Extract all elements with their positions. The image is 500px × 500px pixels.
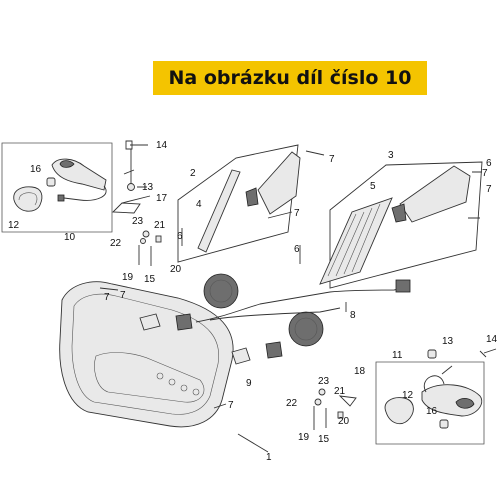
headlight-bulb-lower — [231, 347, 251, 365]
callout-18: 18 — [354, 366, 366, 377]
bulb-left — [46, 177, 56, 187]
trim-strip-4 — [197, 169, 241, 253]
callout-7-housing: 7 — [120, 290, 126, 301]
callout-20-lower: 20 — [338, 416, 350, 427]
callout-21-lower: 21 — [334, 386, 346, 397]
callout-16-left: 16 — [30, 164, 42, 175]
callout-9: 9 — [246, 378, 252, 389]
callout-17: 17 — [156, 193, 168, 204]
callout-19-upper: 19 — [122, 272, 134, 283]
callout-16-right: 16 — [426, 406, 438, 417]
callout-23-lower: 23 — [318, 376, 330, 387]
part-number-banner: Na obrázku díl číslo 10 — [153, 61, 427, 95]
wire-left — [63, 185, 107, 201]
callout-19-lower: 19 — [298, 432, 310, 443]
turn-signal-group-box-left — [1, 142, 113, 233]
reflector-bracket — [257, 151, 301, 215]
callout-5: 5 — [370, 181, 376, 192]
banner-text: Na obrázku díl číslo 10 — [168, 67, 412, 89]
wiring-harness — [195, 287, 405, 323]
callout-2: 2 — [190, 168, 196, 179]
turn-signal-lens-right — [384, 397, 414, 425]
callout-14-upper: 14 — [156, 140, 168, 151]
callout-6-left: 6 — [177, 231, 183, 242]
callout-23-upper: 23 — [132, 216, 144, 227]
callout-21-upper: 21 — [154, 220, 166, 231]
callout-1: 1 — [266, 452, 272, 463]
turn-signal-group-box-right — [375, 361, 485, 445]
callout-7-right: 7 — [486, 184, 492, 195]
callout-15-lower: 15 — [318, 434, 330, 445]
rubber-cap-left — [203, 273, 239, 309]
callout-6-right: 6 — [486, 158, 492, 169]
callout-8: 8 — [350, 310, 356, 321]
callout-10: 10 — [64, 232, 76, 243]
callout-15-upper: 15 — [144, 274, 156, 285]
callout-20-upper: 20 — [170, 264, 182, 275]
callout-11: 11 — [392, 350, 403, 361]
callout-14-lower: 14 — [486, 334, 498, 345]
clear-lens-5 — [319, 197, 393, 285]
callout-7-left-housing: 7 — [104, 292, 110, 303]
callout-4: 4 — [196, 199, 202, 210]
callout-7-far-right: 7 — [482, 168, 488, 179]
callout-7-mid: 7 — [294, 208, 300, 219]
callout-12-left: 12 — [8, 220, 20, 231]
callout-6-mid: 6 — [294, 244, 300, 255]
callout-7-top: 7 — [329, 154, 335, 165]
callout-12-right: 12 — [402, 390, 414, 401]
callout-22-upper: 22 — [110, 238, 122, 249]
callout-7-lower: 7 — [228, 400, 234, 411]
callout-3: 3 — [388, 150, 394, 161]
headlight-bulb-upper — [139, 313, 161, 331]
rubber-cap-right — [288, 311, 324, 347]
callout-22-lower: 22 — [286, 398, 298, 409]
callout-13-upper: 13 — [142, 182, 154, 193]
reflector-housing-right — [399, 165, 471, 223]
turn-signal-lens-left — [13, 186, 43, 212]
callout-13-lower: 13 — [442, 336, 454, 347]
